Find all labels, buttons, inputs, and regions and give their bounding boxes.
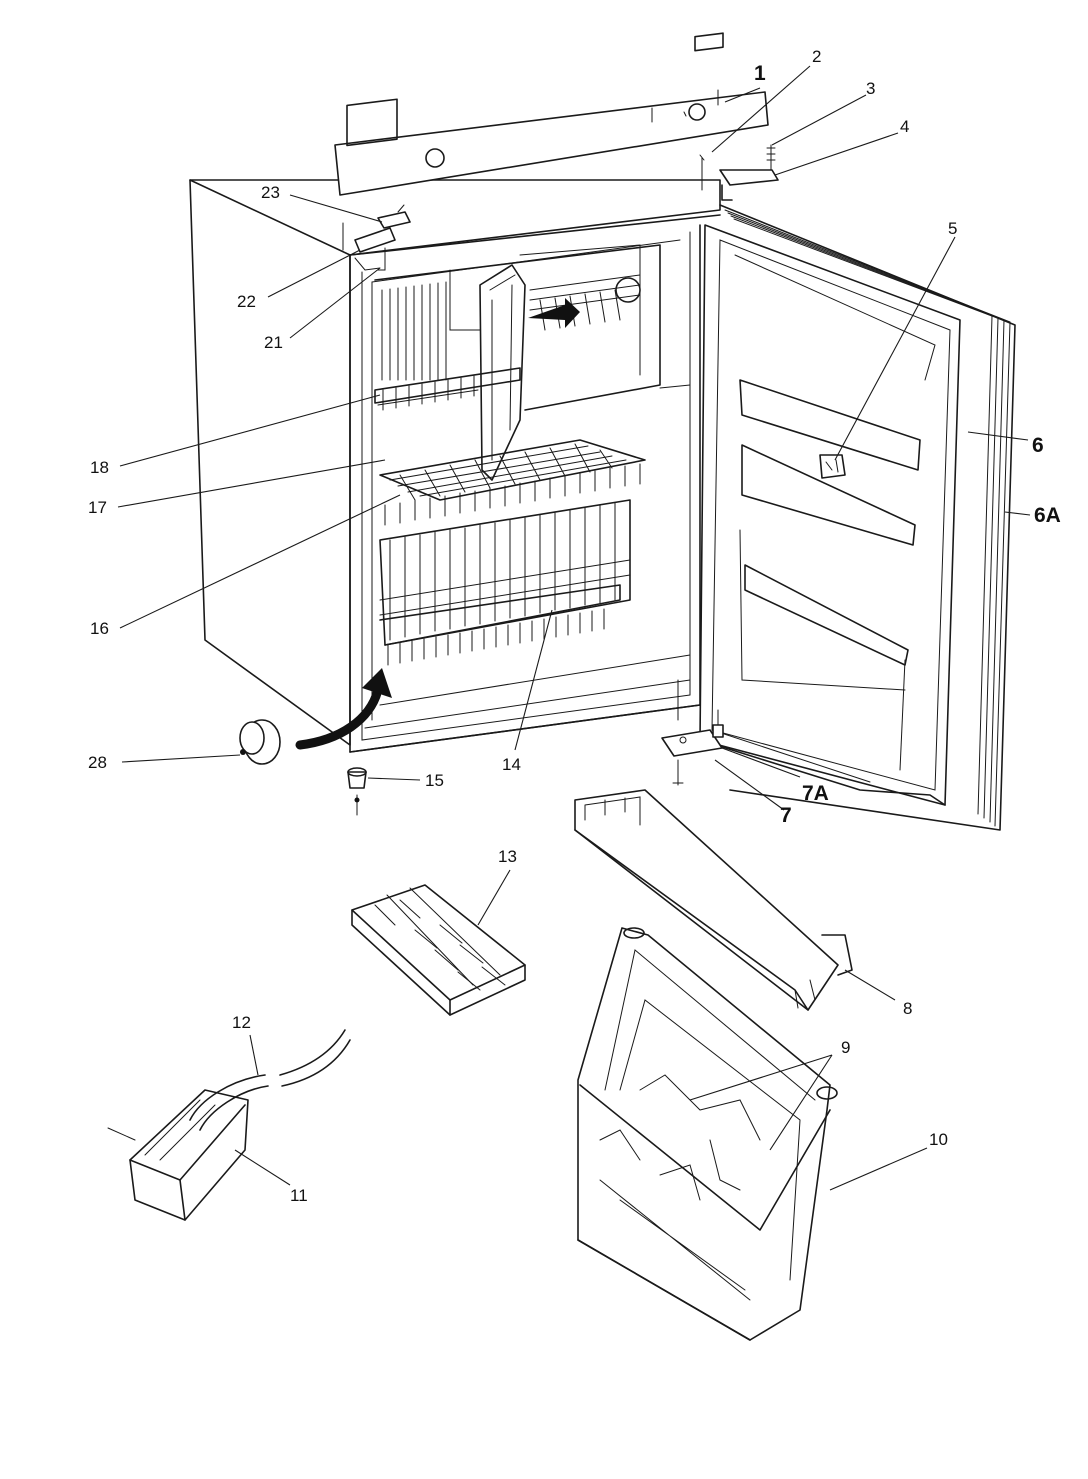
part-12-drain-hose <box>189 1029 351 1131</box>
label-12: 12 <box>232 1013 251 1032</box>
part-8-door-shelf <box>574 789 853 1011</box>
cooling-fins <box>381 281 447 381</box>
label-3: 3 <box>866 79 875 98</box>
part-15-foot <box>347 767 367 816</box>
label-2: 2 <box>812 47 821 66</box>
shelf-upper-wire <box>374 367 521 411</box>
freezer-door <box>479 264 526 481</box>
label-9: 9 <box>841 1038 850 1057</box>
part-2-screw <box>699 154 705 191</box>
label-6: 6 <box>1032 434 1044 457</box>
part-28-cap <box>239 719 281 765</box>
part-3-screw <box>766 144 776 176</box>
part-22-plate <box>342 222 396 253</box>
label-17: 17 <box>88 498 107 517</box>
label-5: 5 <box>948 219 957 238</box>
leader-lines <box>117 65 1031 1191</box>
label-4: 4 <box>900 117 909 136</box>
part-21-pin <box>354 247 386 271</box>
label-14: 14 <box>502 755 521 774</box>
part-7a-pin <box>712 709 724 738</box>
label-7: 7 <box>780 804 792 827</box>
label-28: 28 <box>88 753 107 772</box>
label-21: 21 <box>264 333 283 352</box>
part-labels: 1 2 3 4 5 6 6A 7A 7 8 9 10 11 12 13 14 1… <box>88 47 1061 1205</box>
cabinet-body <box>189 179 721 753</box>
label-22: 22 <box>237 292 256 311</box>
door <box>699 204 1016 831</box>
label-6a: 6A <box>1034 504 1061 527</box>
shelf-main-wire <box>379 439 646 526</box>
label-23: 23 <box>261 183 280 202</box>
label-10: 10 <box>929 1130 948 1149</box>
label-16: 16 <box>90 619 109 638</box>
part-10-door-bin <box>577 927 838 1341</box>
label-13: 13 <box>498 847 517 866</box>
part-13-ice-tray <box>351 884 526 1016</box>
label-18: 18 <box>90 458 109 477</box>
control-panel <box>334 32 769 196</box>
label-15: 15 <box>425 771 444 790</box>
part-23-bracket <box>377 204 411 229</box>
label-11: 11 <box>290 1186 308 1205</box>
label-1: 1 <box>754 62 766 85</box>
assembly-arrow <box>295 668 392 750</box>
part-11-drip-tray <box>107 1089 249 1221</box>
shelf-lower-basket <box>379 499 631 666</box>
label-8: 8 <box>903 999 912 1018</box>
part-4-hinge-top <box>719 169 779 201</box>
label-7a: 7A <box>802 782 829 805</box>
